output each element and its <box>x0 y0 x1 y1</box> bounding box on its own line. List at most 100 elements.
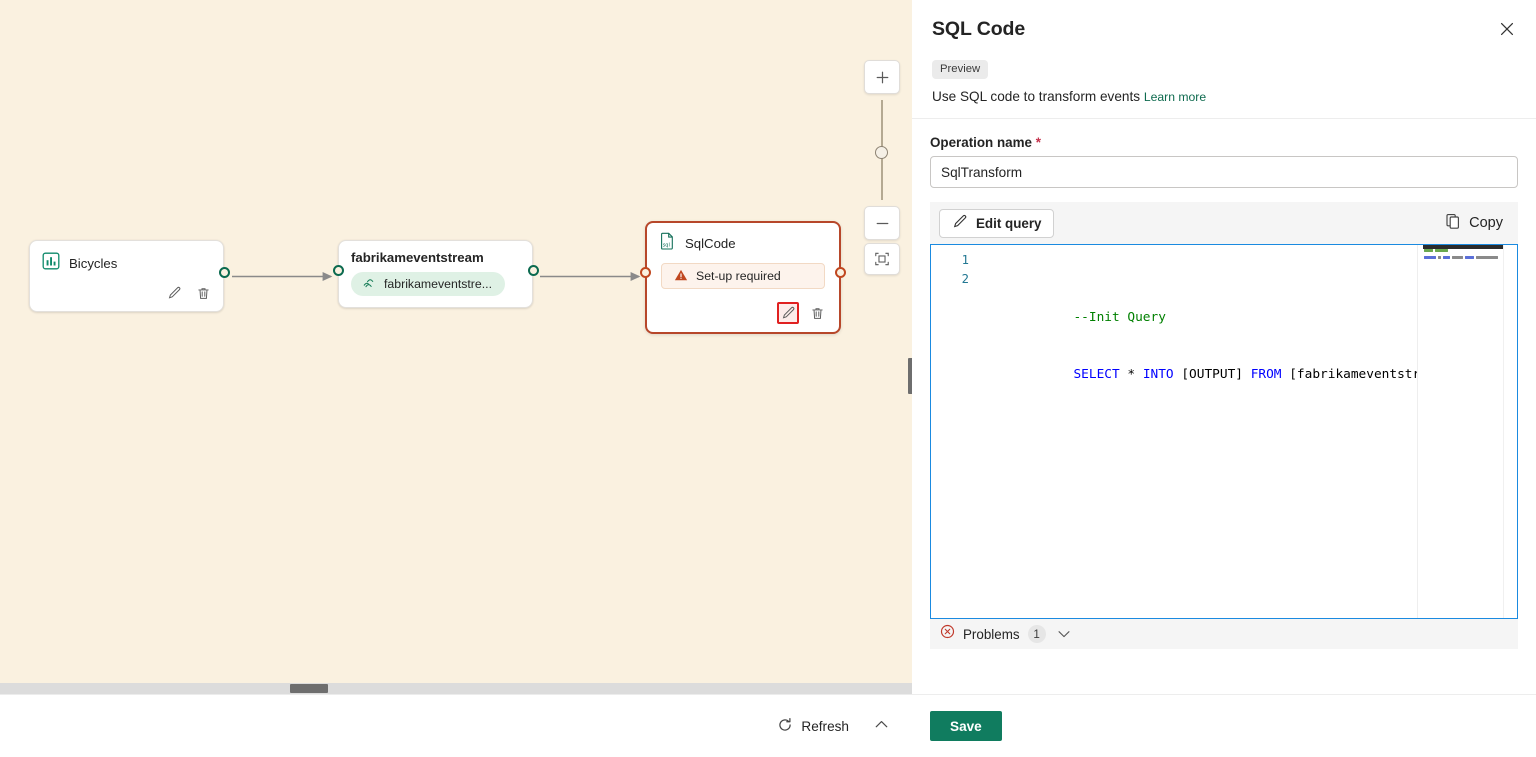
page-title: SQL Code <box>932 18 1026 40</box>
canvas-horizontal-scrollbar[interactable] <box>0 683 912 694</box>
refresh-button[interactable]: Refresh <box>777 717 849 736</box>
trash-icon <box>197 287 209 299</box>
node-fabrikameventstream-title: fabrikameventstream <box>351 250 484 265</box>
node-sqlcode-edit-button[interactable] <box>777 302 799 324</box>
copy-label: Copy <box>1469 215 1503 231</box>
editor-minimap[interactable] <box>1417 245 1503 618</box>
canvas-horizontal-scrollbar-thumb[interactable] <box>290 684 328 693</box>
save-button[interactable]: Save <box>930 711 1002 741</box>
line-number: 2 <box>961 272 969 286</box>
node-fabrikameventstream[interactable]: fabrikameventstream fabrikameventstre... <box>333 240 539 308</box>
svg-text:sql: sql <box>663 243 670 249</box>
chart-bar-icon <box>42 252 60 275</box>
node-bicycles-output-port[interactable] <box>219 267 230 278</box>
refresh-icon <box>777 717 793 736</box>
node-fabrikameventstream-input-port[interactable] <box>333 265 344 276</box>
problems-expand-button[interactable] <box>1056 626 1072 642</box>
panel-footer: Save <box>912 694 1536 757</box>
minimap-line <box>1424 249 1503 252</box>
line-number: 1 <box>961 253 969 267</box>
fit-screen-icon <box>875 252 889 266</box>
zoom-slider[interactable] <box>864 100 900 200</box>
node-sqlcode-status-badge: Set-up required <box>661 263 825 289</box>
plus-icon <box>876 71 888 83</box>
zoom-in-button[interactable] <box>864 60 900 94</box>
operation-name-label-text: Operation name <box>930 135 1032 150</box>
flow-canvas-surface[interactable]: Bicycles <box>0 0 912 694</box>
operation-name-label: Operation name * <box>930 135 1518 150</box>
collapse-panel-button[interactable] <box>869 712 894 740</box>
editor-code-content[interactable]: --Init Query SELECT * INTO [OUTPUT] FROM… <box>981 245 1505 618</box>
node-sqlcode-actions <box>777 302 828 324</box>
zoom-out-button[interactable] <box>864 206 900 240</box>
zoom-slider-thumb[interactable] <box>875 146 888 159</box>
learn-more-link[interactable]: Learn more <box>1143 90 1207 104</box>
node-sqlcode-delete-button[interactable] <box>806 302 828 324</box>
editor-scrollbar-thumb[interactable] <box>1423 245 1503 249</box>
sql-file-icon: sql <box>659 232 676 255</box>
code-token: FROM <box>1250 367 1290 382</box>
editor-line-number-gutter: 1 2 <box>931 245 981 618</box>
close-icon <box>1500 22 1514 36</box>
flow-canvas[interactable]: Bicycles <box>0 0 912 757</box>
node-fabrikameventstream-header: fabrikameventstream <box>339 241 532 265</box>
code-line: --Init Query <box>981 289 1417 325</box>
node-sqlcode-input-port[interactable] <box>640 267 651 278</box>
panel-body: Operation name * Edit query <box>912 119 1536 694</box>
pencil-icon <box>782 306 794 318</box>
operation-name-input[interactable] <box>930 156 1518 188</box>
node-bicycles[interactable]: Bicycles <box>29 240 230 312</box>
error-circle-icon <box>940 624 955 644</box>
sql-code-editor[interactable]: 1 2 --Init Query SELECT * INTO [OUTPUT] … <box>930 244 1518 619</box>
node-bicycles-delete-button[interactable] <box>192 282 214 304</box>
node-bicycles-actions <box>163 282 214 304</box>
node-bicycles-header: Bicycles <box>30 241 223 275</box>
code-token: Query <box>1127 310 1166 325</box>
fit-to-screen-button[interactable] <box>864 243 900 275</box>
edge-layer <box>232 272 641 281</box>
problems-bar[interactable]: Problems 1 <box>930 619 1518 649</box>
chevron-down-icon <box>1058 631 1070 638</box>
node-fabrikameventstream-pill-label: fabrikameventstre... <box>384 277 492 291</box>
refresh-label: Refresh <box>801 718 849 734</box>
zoom-controls <box>864 60 900 275</box>
node-sqlcode-output-port[interactable] <box>835 267 846 278</box>
node-bicycles-title: Bicycles <box>69 256 118 271</box>
copy-button[interactable]: Copy <box>1439 209 1509 238</box>
canvas-bottom-bar: Refresh <box>0 694 912 757</box>
node-sqlcode-title: SqlCode <box>685 236 736 251</box>
copy-icon <box>1445 213 1462 234</box>
panel-description: Use SQL code to transform events <box>932 89 1141 104</box>
pencil-icon <box>168 286 180 298</box>
code-token: --Init <box>1073 310 1128 325</box>
panel-header: SQL Code <box>912 0 1536 41</box>
problems-label: Problems <box>963 626 1020 642</box>
code-token: * <box>1127 367 1143 382</box>
sql-code-panel: SQL Code Preview Use SQL code to transfo… <box>912 0 1536 757</box>
editor-toolbar: Edit query Copy <box>930 202 1518 244</box>
node-fabrikameventstream-output-port[interactable] <box>528 265 539 276</box>
warning-triangle-icon <box>674 268 688 285</box>
close-button[interactable] <box>1494 16 1520 42</box>
problems-count-badge: 1 <box>1027 625 1046 643</box>
editor-vertical-scrollbar[interactable] <box>1503 245 1517 618</box>
node-bicycles-edit-button[interactable] <box>163 282 185 304</box>
node-sqlcode[interactable]: sql SqlCode Set-up <box>640 221 846 334</box>
code-line: SELECT * INTO [OUTPUT] FROM [fabrikameve… <box>981 346 1505 382</box>
preview-badge: Preview <box>932 60 989 79</box>
required-marker: * <box>1035 135 1041 150</box>
edit-query-button[interactable]: Edit query <box>939 208 1055 238</box>
panel-subheader: Preview Use SQL code to transform events… <box>912 41 1536 119</box>
code-token: SELECT <box>1073 367 1128 382</box>
canvas-vertical-scrollbar-thumb[interactable] <box>908 358 912 394</box>
chevron-up-icon <box>875 720 888 728</box>
minimap-line <box>1424 256 1503 259</box>
trash-icon <box>811 307 823 319</box>
minus-icon <box>876 222 888 224</box>
stream-icon <box>362 276 376 293</box>
edit-query-label: Edit query <box>976 215 1042 231</box>
pencil-icon <box>952 214 968 233</box>
code-token: [OUTPUT] <box>1181 367 1251 382</box>
node-fabrikameventstream-pill[interactable]: fabrikameventstre... <box>351 272 505 296</box>
